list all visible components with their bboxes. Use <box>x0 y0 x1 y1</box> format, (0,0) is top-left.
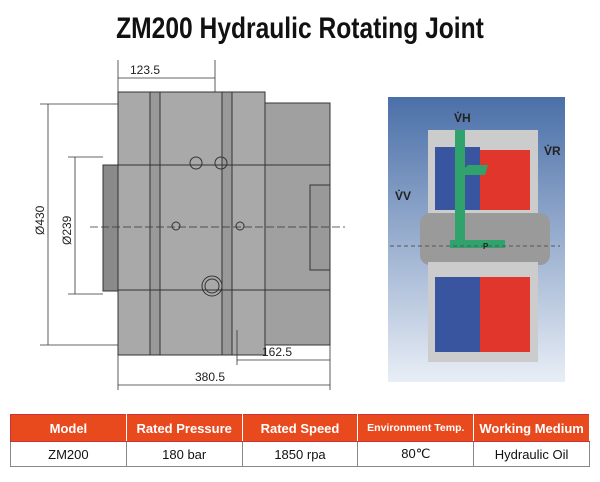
technical-drawing: 123.5 Ø430 Ø239 162.5 380.5 V̇H V̇R V̇V … <box>33 60 565 390</box>
cell-temp: 80℃ <box>357 441 475 467</box>
label-vr: V̇R <box>544 143 561 158</box>
dim-inner-dia: Ø239 <box>60 215 74 245</box>
header-temp: Environment Temp. <box>357 414 475 442</box>
cell-model: ZM200 <box>10 441 127 467</box>
dim-bottom-right: 162.5 <box>262 345 292 359</box>
page-title: ZM200 Hydraulic Rotating Joint <box>116 12 484 45</box>
label-vh: V̇H <box>454 110 471 125</box>
dim-outer-dia: Ø430 <box>33 205 47 235</box>
label-vv: V̇V <box>395 188 411 203</box>
header-pressure: Rated Pressure <box>125 414 243 442</box>
header-model: Model <box>10 414 127 442</box>
cell-pressure: 180 bar <box>125 441 243 467</box>
left-flange <box>102 164 119 292</box>
header-medium: Working Medium <box>473 414 590 442</box>
dim-top: 123.5 <box>130 63 160 77</box>
cell-medium: Hydraulic Oil <box>473 441 590 467</box>
spec-table: Model Rated Pressure Rated Speed Environ… <box>10 414 590 467</box>
header-speed: Rated Speed <box>241 414 359 442</box>
cell-speed: 1850 rpa <box>241 441 359 467</box>
main-body <box>117 91 266 356</box>
label-p: P <box>483 242 489 251</box>
dim-total: 380.5 <box>195 370 225 384</box>
section-view: V̇H V̇R V̇V P <box>388 97 565 382</box>
table-row: ZM200 180 bar 1850 rpa 80℃ Hydraulic Oil <box>10 441 590 467</box>
table-header-row: Model Rated Pressure Rated Speed Environ… <box>10 414 590 442</box>
